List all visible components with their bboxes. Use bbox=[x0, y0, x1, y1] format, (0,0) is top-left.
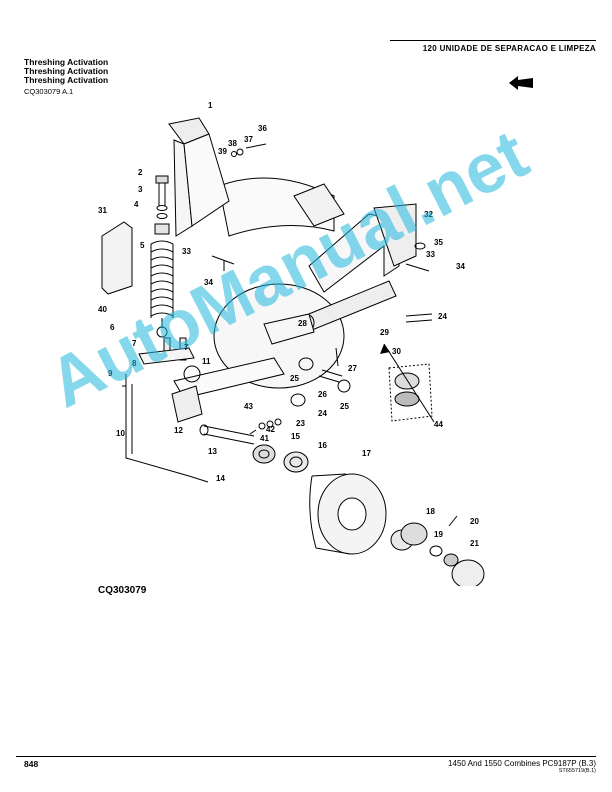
callout-label: 2 bbox=[138, 168, 143, 177]
callout-label: 41 bbox=[260, 434, 269, 443]
callout-label: 36 bbox=[258, 124, 267, 133]
callout-label: 23 bbox=[296, 419, 305, 428]
callout-label: 16 bbox=[318, 441, 327, 450]
callout-label: 29 bbox=[380, 328, 389, 337]
callout-label: 40 bbox=[98, 305, 107, 314]
callout-label: 25 bbox=[290, 374, 299, 383]
callout-label: 1 bbox=[208, 101, 213, 110]
callout-label: 21 bbox=[470, 539, 479, 548]
header-rule bbox=[390, 40, 596, 41]
callout-label: 25 bbox=[340, 402, 349, 411]
callout-label: 35 bbox=[434, 238, 443, 247]
callout-label: 30 bbox=[392, 347, 401, 356]
callout-label: 9 bbox=[108, 369, 113, 378]
callout-label: 33 bbox=[182, 247, 191, 256]
callout-label: 28 bbox=[298, 319, 307, 328]
callout-label: 44 bbox=[434, 420, 443, 429]
section-title: 120 UNIDADE DE SEPARACAO E LIMPEZA bbox=[422, 44, 596, 53]
callout-label: 27 bbox=[348, 364, 357, 373]
callout-label: 10 bbox=[116, 429, 125, 438]
callout-label: 8 bbox=[132, 359, 137, 368]
callout-label: 7 bbox=[184, 343, 189, 352]
page-title-line: Threshing Activation bbox=[24, 75, 109, 85]
footer-document-info: 1450 And 1550 Combines PC9187P (B.3) bbox=[448, 759, 596, 768]
callout-label: 14 bbox=[216, 474, 225, 483]
callout-label: 24 bbox=[318, 409, 327, 418]
diagram-reference: CQ303079 A.1 bbox=[24, 87, 74, 96]
callout-label: 6 bbox=[110, 323, 115, 332]
diagram-caption: CQ303079 bbox=[98, 585, 147, 596]
page-title-line: Threshing Activation bbox=[24, 66, 109, 76]
page-number: 848 bbox=[24, 759, 39, 769]
callout-label: 7 bbox=[132, 339, 137, 348]
callout-label: 13 bbox=[208, 447, 217, 456]
callout-label: 31 bbox=[98, 206, 107, 215]
callout-label: 32 bbox=[424, 210, 433, 219]
footer-code: ST655719(B.1) bbox=[558, 768, 596, 774]
callout-label: 17 bbox=[362, 449, 371, 458]
callout-label: 20 bbox=[470, 517, 479, 526]
callout-label: 11 bbox=[202, 357, 211, 366]
callout-label: 26 bbox=[318, 390, 327, 399]
callout-label: 3 bbox=[138, 185, 143, 194]
callout-label: 18 bbox=[426, 507, 435, 516]
callout-label: 39 bbox=[218, 147, 227, 156]
callout-label: 34 bbox=[456, 262, 465, 271]
callout-label: 19 bbox=[434, 530, 443, 539]
callout-label: 12 bbox=[174, 426, 183, 435]
callout-label: 5 bbox=[140, 241, 145, 250]
callout-label: 43 bbox=[244, 402, 253, 411]
callout-label: 37 bbox=[244, 135, 253, 144]
callout-label: 38 bbox=[228, 139, 237, 148]
callout-label: 24 bbox=[438, 312, 447, 321]
arrow-left-icon bbox=[509, 76, 533, 90]
callout-label: 42 bbox=[266, 425, 275, 434]
page-title-line: Threshing Activation bbox=[24, 57, 109, 67]
exploded-parts-diagram: 1 2 3 4 5 6 7 7 8 9 10 11 12 13 14 15 16… bbox=[98, 101, 485, 586]
callout-label: 4 bbox=[134, 200, 139, 209]
footer-rule bbox=[16, 756, 596, 757]
callout-label: 33 bbox=[426, 250, 435, 259]
callout-label: 15 bbox=[291, 432, 300, 441]
callout-label: 34 bbox=[204, 278, 213, 287]
